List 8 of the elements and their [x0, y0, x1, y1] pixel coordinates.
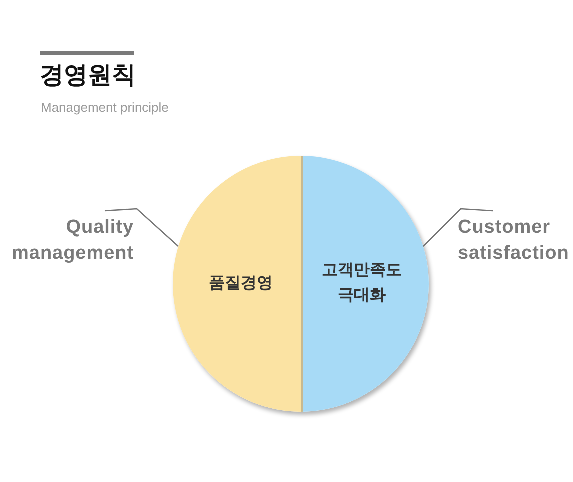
title: 경영원칙 — [40, 62, 136, 91]
leader-line — [422, 208, 494, 248]
leader-label: Quality management — [2, 211, 134, 267]
leader-label: Customer satisfaction — [458, 211, 573, 267]
segment-label: 고객만족도 극대화 — [321, 261, 403, 306]
leader-line — [104, 208, 180, 248]
subtitle: Management principle — [41, 99, 169, 117]
segment-label: 품질경영 — [209, 274, 273, 294]
